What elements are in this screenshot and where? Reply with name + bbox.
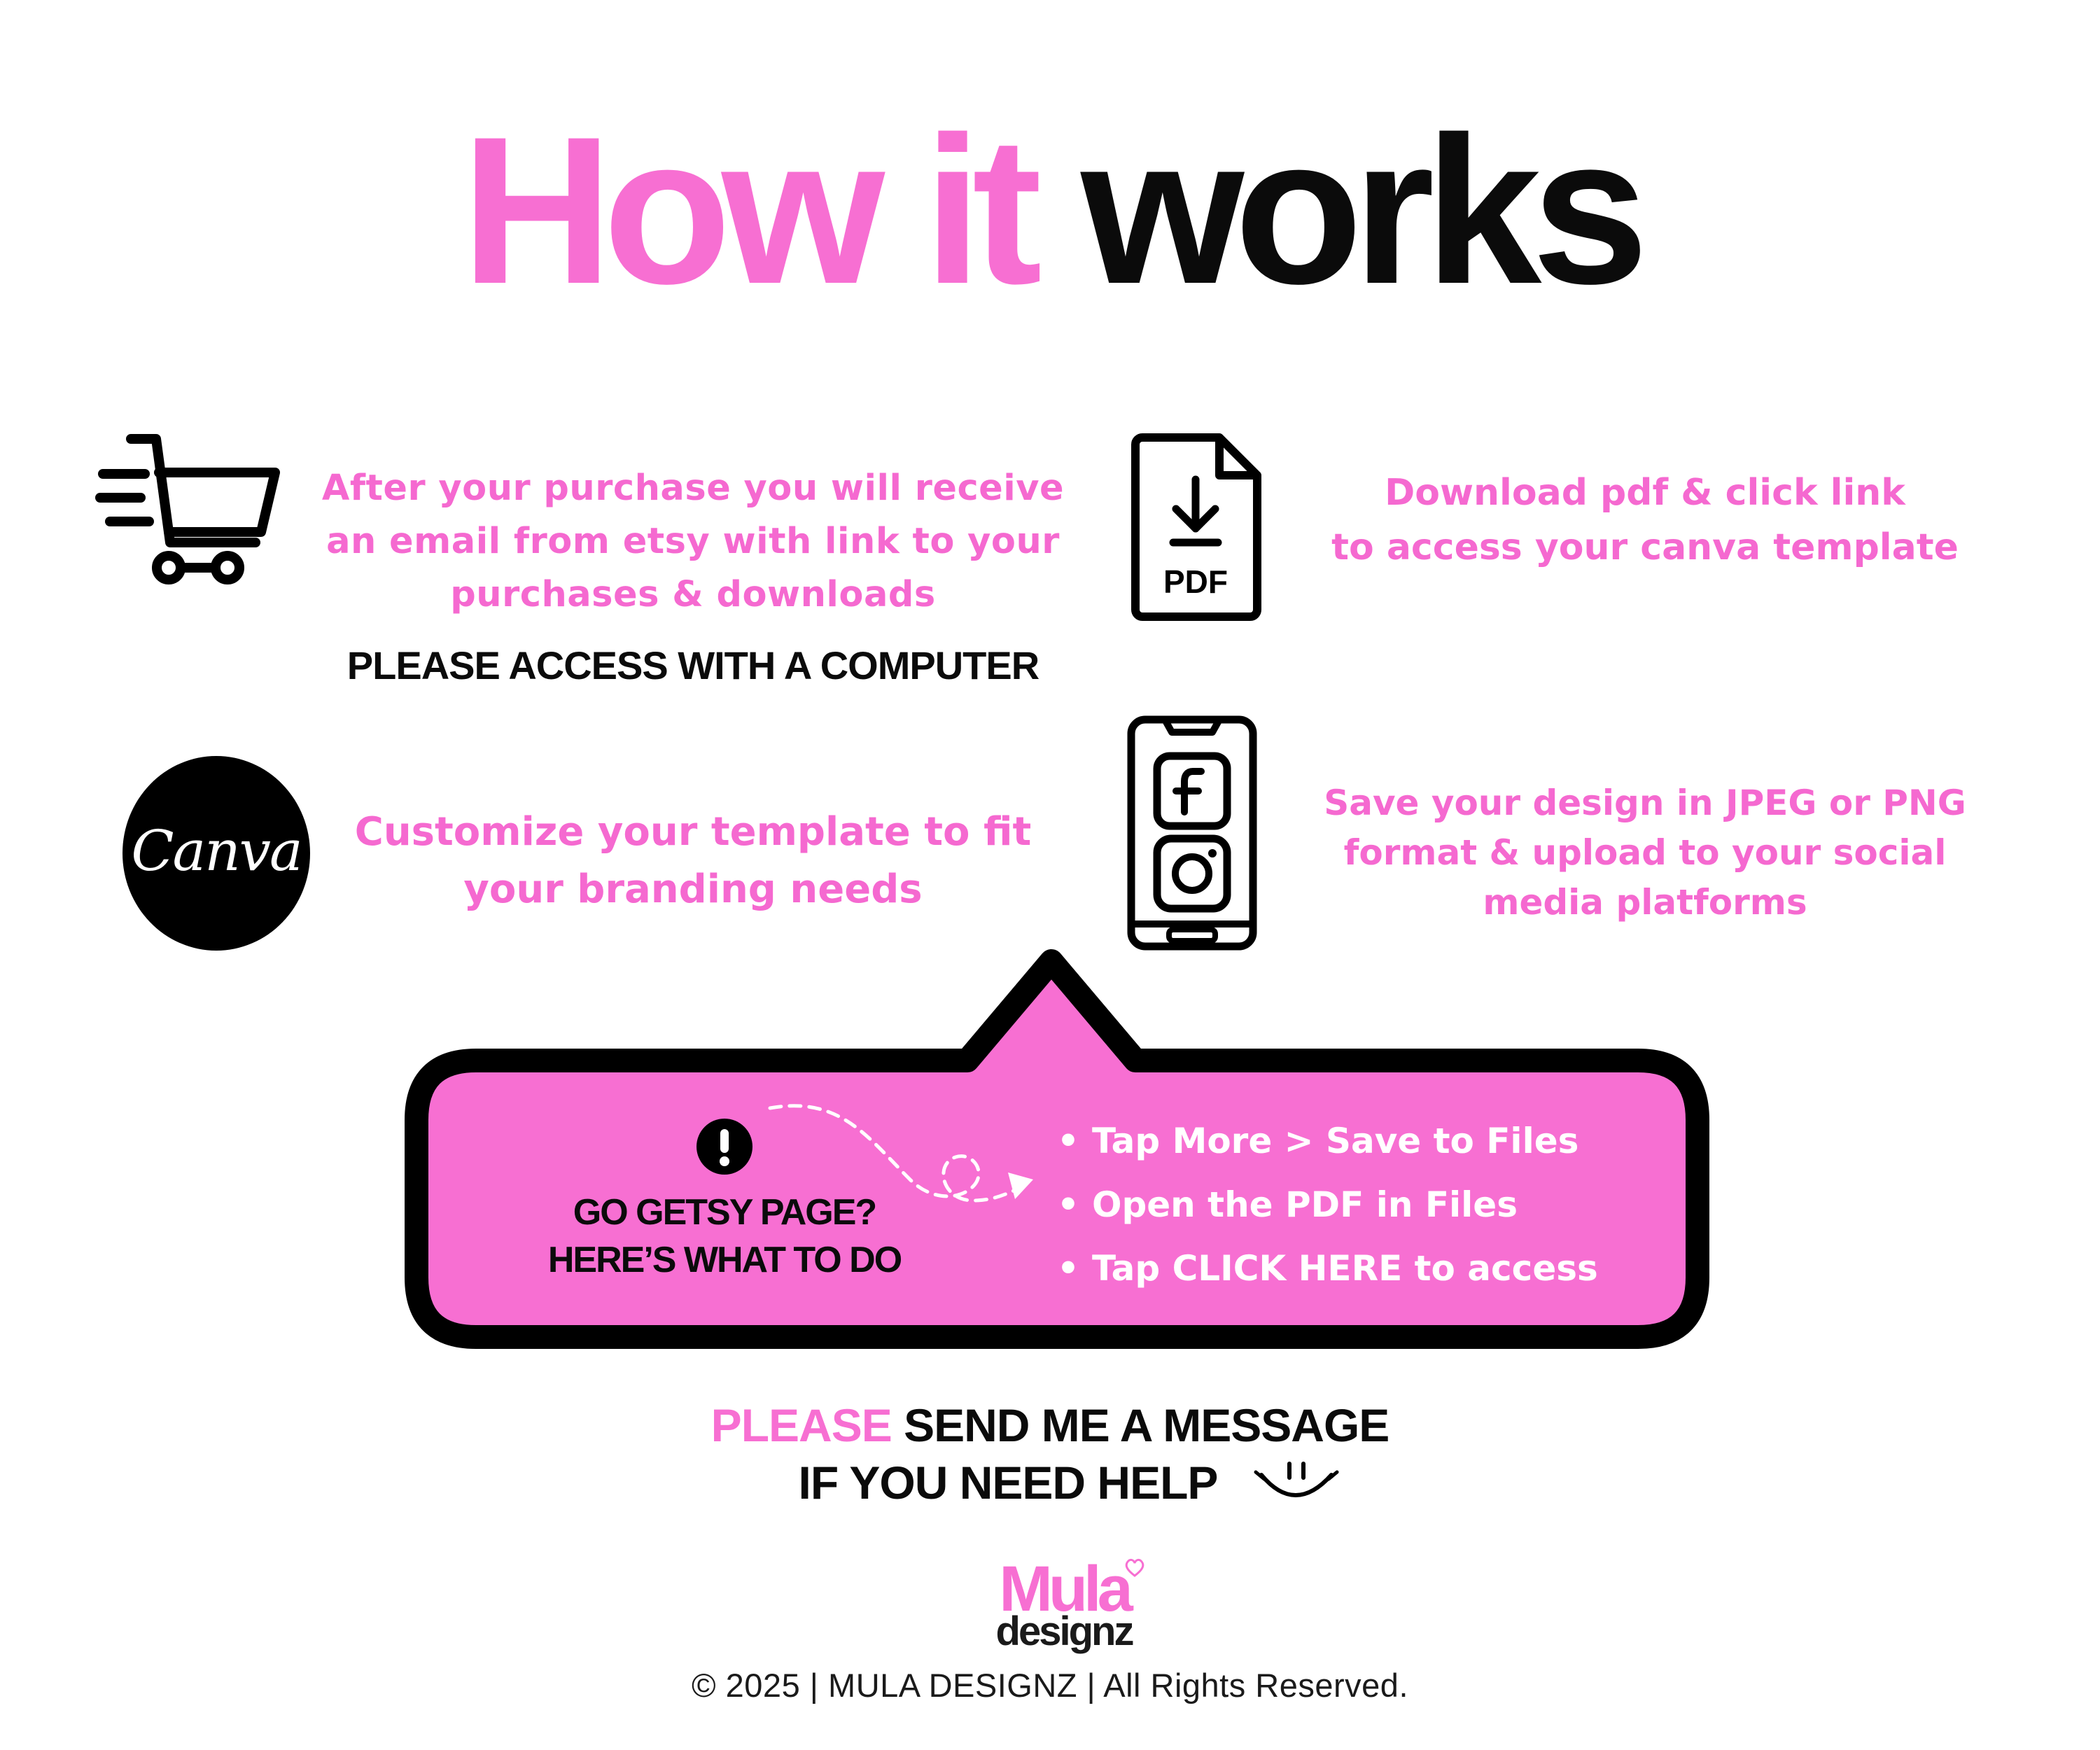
step-1-line-3: purchases & downloads [450,574,936,615]
logo-bottom-text: designz [995,1609,1135,1654]
list-item: • Tap CLICK HERE to access [1057,1237,1687,1301]
pdf-download-icon: PDF [1127,430,1267,623]
list-item: • Tap More > Save to Files [1057,1110,1687,1173]
callout-heading-line-2: HERE’S WHAT TO DO [547,1240,902,1280]
heart-icon [1124,1557,1146,1581]
page-title: How it works [0,105,2100,315]
step-2-line-1: Download pdf & click link [1385,472,1905,514]
instagram-icon [1153,834,1231,913]
shopping-cart-icon [94,430,284,592]
help-message: PLEASE SEND ME A MESSAGE IF YOU NEED HEL… [0,1396,2100,1511]
help-line-1-rest: SEND ME A MESSAGE [904,1399,1390,1451]
facebook-icon [1153,752,1231,830]
step-3-line-1: Customize your template to fit [354,809,1032,855]
step-4-text: Save your design in JPEG or PNG format &… [1309,778,1981,927]
phone-social-icon [1126,714,1259,952]
bullet: • [1057,1184,1079,1225]
callout-steps-list: • Tap More > Save to Files • Open the PDF … [1057,1110,1687,1301]
step-3-text: Customize your template to fit your bran… [336,804,1050,918]
step-1-line-2: an email from etsy with link to your [326,521,1060,562]
step-3-line-2: your branding needs [463,867,923,912]
brand-logo: Mula designz [980,1553,1148,1654]
canva-logo-icon: Canva [122,756,310,951]
step-1-text: After your purchase you will receive an … [315,462,1071,622]
bullet: • [1057,1248,1079,1289]
bullet: • [1057,1121,1079,1161]
title-part-2: works [1032,92,1648,328]
title-part-1: How it [461,92,1042,328]
list-item-text: Open the PDF in Files [1091,1184,1518,1225]
list-item: • Open the PDF in Files [1057,1173,1687,1237]
help-line-1: PLEASE SEND ME A MESSAGE [0,1396,2100,1454]
help-highlight: PLEASE [710,1399,892,1451]
step-4-line-3: media platforms [1483,882,1807,923]
help-line-2: IF YOU NEED HELP [798,1457,1219,1508]
step-4-line-1: Save your design in JPEG or PNG [1324,783,1966,823]
dashed-arrow-icon [763,1096,1043,1214]
computer-access-note: PLEASE ACCESS WITH A COMPUTER [346,643,1040,687]
pdf-label: PDF [1163,564,1228,600]
step-2-text: Download pdf & click link to access your… [1309,465,1981,575]
callout-bubble [399,948,1715,1354]
step-4-line-2: format & upload to your social [1343,832,1947,873]
list-item-text: Tap CLICK HERE to access [1091,1248,1598,1289]
step-1-line-1: After your purchase you will receive [321,468,1065,509]
callout-heading-line-1: GO GETSY PAGE? [573,1192,877,1233]
exclamation-icon [694,1116,755,1177]
logo-top-text: Mula [999,1553,1133,1625]
title-part-2-text: works [1081,92,1648,328]
callout-heading: GO GETSY PAGE? HERE’S WHAT TO DO [539,1189,910,1284]
copyright-text: © 2025 | MULA DESIGNZ | All Rights Reser… [691,1667,1409,1704]
step-2-line-2: to access your canva template [1331,526,1959,568]
smile-icon [1253,1460,1344,1511]
canva-logo-label: Canva [131,818,302,883]
list-item-text: Tap More > Save to Files [1091,1121,1579,1161]
